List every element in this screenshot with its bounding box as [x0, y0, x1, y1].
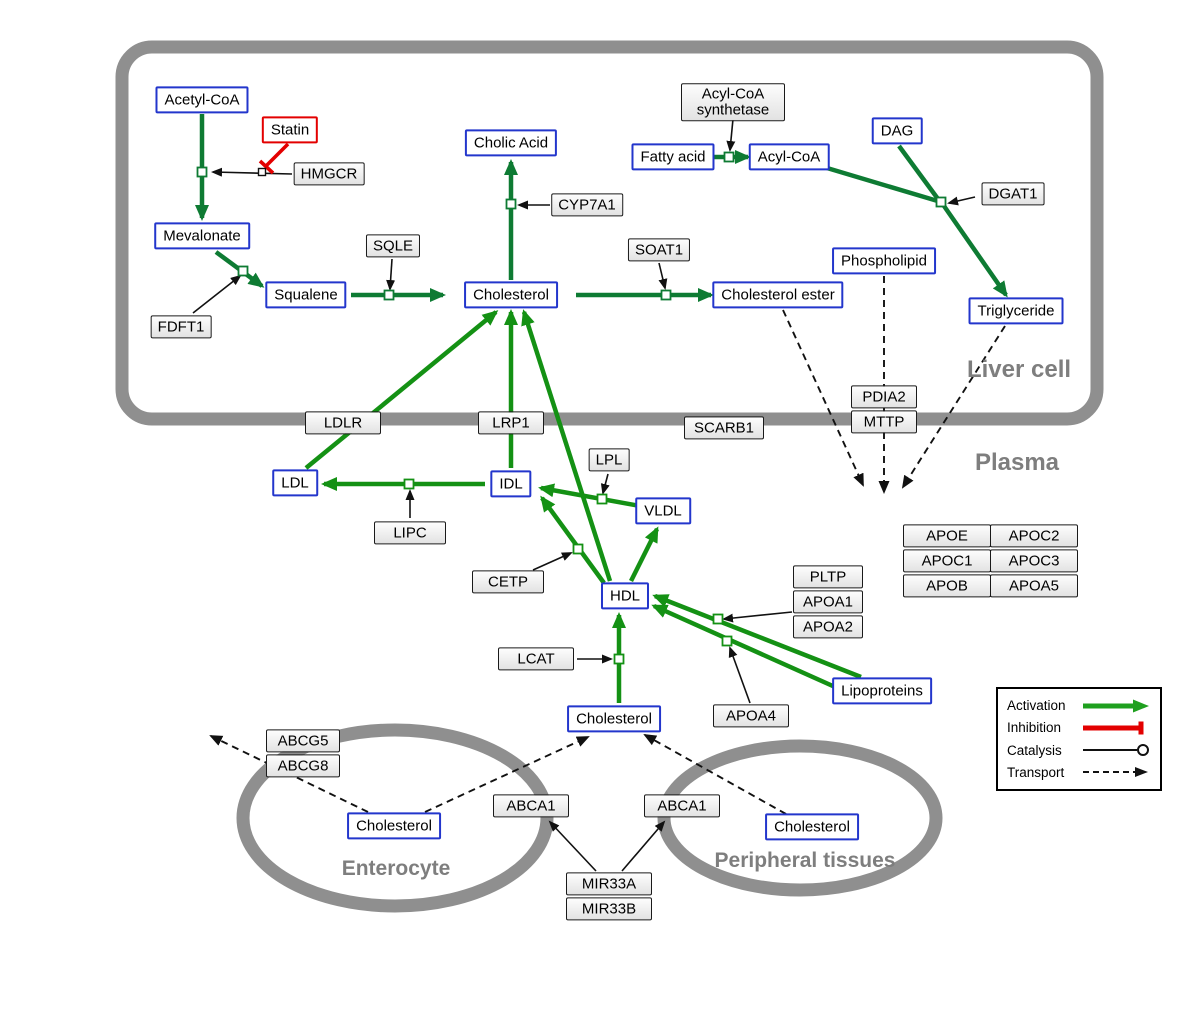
- membranes: [115, 40, 1104, 913]
- peripheral-tissues-membrane: [657, 739, 943, 897]
- node-acyl-coa-synthetase[interactable]: Acyl-CoA synthetase: [681, 83, 785, 121]
- node-abca1-enterocyte[interactable]: ABCA1: [493, 794, 569, 818]
- plasma-label: Plasma: [974, 449, 1060, 476]
- node-vldl[interactable]: VLDL: [635, 497, 691, 525]
- node-hdl[interactable]: HDL: [600, 582, 650, 610]
- node-pdia2[interactable]: PDIA2: [851, 385, 917, 409]
- node-pltp[interactable]: PLTP: [793, 565, 863, 589]
- legend-activation: Activation: [1007, 696, 1151, 715]
- node-scarb1[interactable]: SCARB1: [684, 416, 764, 440]
- legend-transport-label: Transport: [1007, 764, 1065, 780]
- node-ldlr[interactable]: LDLR: [305, 411, 381, 435]
- enterocyte-label: Enterocyte: [341, 857, 451, 880]
- activation-arrow-icon: [1083, 699, 1149, 712]
- node-acetyl-coa[interactable]: Acetyl-CoA: [155, 86, 249, 114]
- node-fatty-acid[interactable]: Fatty acid: [631, 143, 715, 171]
- liver-cell-label: Liver cell: [966, 356, 1072, 383]
- node-mir33a[interactable]: MIR33A: [566, 872, 652, 896]
- node-lpl[interactable]: LPL: [588, 448, 630, 472]
- node-cholic-acid[interactable]: Cholic Acid: [464, 129, 558, 157]
- node-apoc1[interactable]: APOC1: [903, 549, 991, 573]
- node-ldl[interactable]: LDL: [272, 469, 318, 497]
- node-mttp[interactable]: MTTP: [851, 410, 917, 434]
- node-abca1-peripheral[interactable]: ABCA1: [644, 794, 720, 818]
- enterocyte-membrane: [236, 723, 554, 913]
- node-idl[interactable]: IDL: [490, 470, 532, 498]
- legend-inhibition: Inhibition: [1007, 718, 1151, 737]
- activation-edges: [195, 114, 1008, 703]
- node-mir33b[interactable]: MIR33B: [566, 897, 652, 921]
- node-cholesterol-ester[interactable]: Cholesterol ester: [712, 281, 844, 309]
- node-mevalonate[interactable]: Mevalonate: [154, 222, 250, 250]
- node-lrp1[interactable]: LRP1: [478, 411, 544, 435]
- legend-box: Activation Inhibition Catalysis Transpor…: [996, 687, 1162, 791]
- inhibition-edge-statin: [258, 142, 290, 175]
- node-phospholipid[interactable]: Phospholipid: [832, 247, 936, 275]
- node-dag[interactable]: DAG: [871, 117, 923, 145]
- node-apob[interactable]: APOB: [903, 574, 991, 598]
- legend-transport: Transport: [1007, 763, 1151, 782]
- node-soat1[interactable]: SOAT1: [627, 238, 691, 262]
- node-cholesterol-peripheral[interactable]: Cholesterol: [765, 813, 859, 841]
- legend-inhibition-label: Inhibition: [1007, 720, 1062, 736]
- node-cholesterol-enterocyte[interactable]: Cholesterol: [347, 812, 441, 840]
- node-abcg5[interactable]: ABCG5: [266, 729, 340, 753]
- liver-cell-membrane: [115, 40, 1104, 426]
- reaction-nodes: [196, 151, 947, 665]
- peripheral-tissues-label: Peripheral tissues: [714, 849, 896, 872]
- legend-activation-label: Activation: [1007, 698, 1066, 713]
- node-apoa5[interactable]: APOA5: [990, 574, 1078, 598]
- node-lipc[interactable]: LIPC: [374, 521, 446, 545]
- node-statin[interactable]: Statin: [261, 116, 319, 144]
- node-triglyceride[interactable]: Triglyceride: [968, 297, 1064, 325]
- node-cholesterol-plasma[interactable]: Cholesterol: [567, 705, 661, 733]
- node-apoa1[interactable]: APOA1: [793, 590, 863, 614]
- legend-catalysis: Catalysis: [1007, 741, 1151, 760]
- node-apoc3[interactable]: APOC3: [990, 549, 1078, 573]
- node-apoa4[interactable]: APOA4: [713, 704, 789, 728]
- inhibition-tbar-icon: [1083, 721, 1144, 735]
- node-apoc2[interactable]: APOC2: [990, 524, 1078, 548]
- node-fdft1[interactable]: FDFT1: [150, 315, 212, 339]
- node-apoe[interactable]: APOE: [903, 524, 991, 548]
- node-dgat1[interactable]: DGAT1: [981, 182, 1045, 206]
- node-hmgcr[interactable]: HMGCR: [293, 162, 365, 186]
- node-squalene[interactable]: Squalene: [265, 281, 347, 309]
- node-cholesterol-liver[interactable]: Cholesterol: [464, 281, 558, 309]
- node-sqle[interactable]: SQLE: [365, 234, 421, 258]
- node-apoa2[interactable]: APOA2: [793, 615, 863, 639]
- node-lipoproteins[interactable]: Lipoproteins: [832, 677, 932, 705]
- node-cyp7a1[interactable]: CYP7A1: [551, 193, 623, 217]
- node-abcg8[interactable]: ABCG8: [266, 754, 340, 778]
- catalysis-circle-icon: [1083, 744, 1149, 757]
- node-acyl-coa[interactable]: Acyl-CoA: [748, 143, 830, 171]
- transport-dashed-arrow-icon: [1083, 767, 1148, 778]
- catalysis-edges: [192, 118, 976, 872]
- legend-catalysis-label: Catalysis: [1007, 742, 1062, 758]
- node-lcat[interactable]: LCAT: [498, 647, 574, 671]
- node-cetp[interactable]: CETP: [472, 570, 544, 594]
